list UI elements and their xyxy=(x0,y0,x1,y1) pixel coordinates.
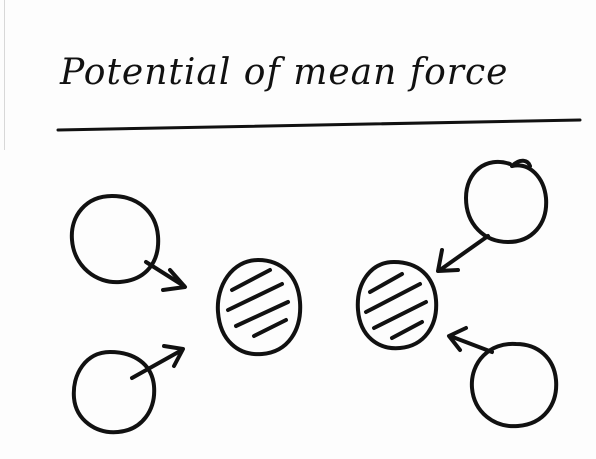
solvent-molecule-top-left xyxy=(72,196,185,290)
solvent-molecule-bottom-right xyxy=(449,328,556,426)
solute-molecule-left xyxy=(218,260,300,354)
solute-molecule-right xyxy=(358,262,436,348)
solvent-molecule-bottom-left xyxy=(74,346,183,432)
title-underline xyxy=(58,120,580,130)
solvent-molecule-top-right xyxy=(438,161,546,271)
arrow-top-right xyxy=(440,236,488,270)
